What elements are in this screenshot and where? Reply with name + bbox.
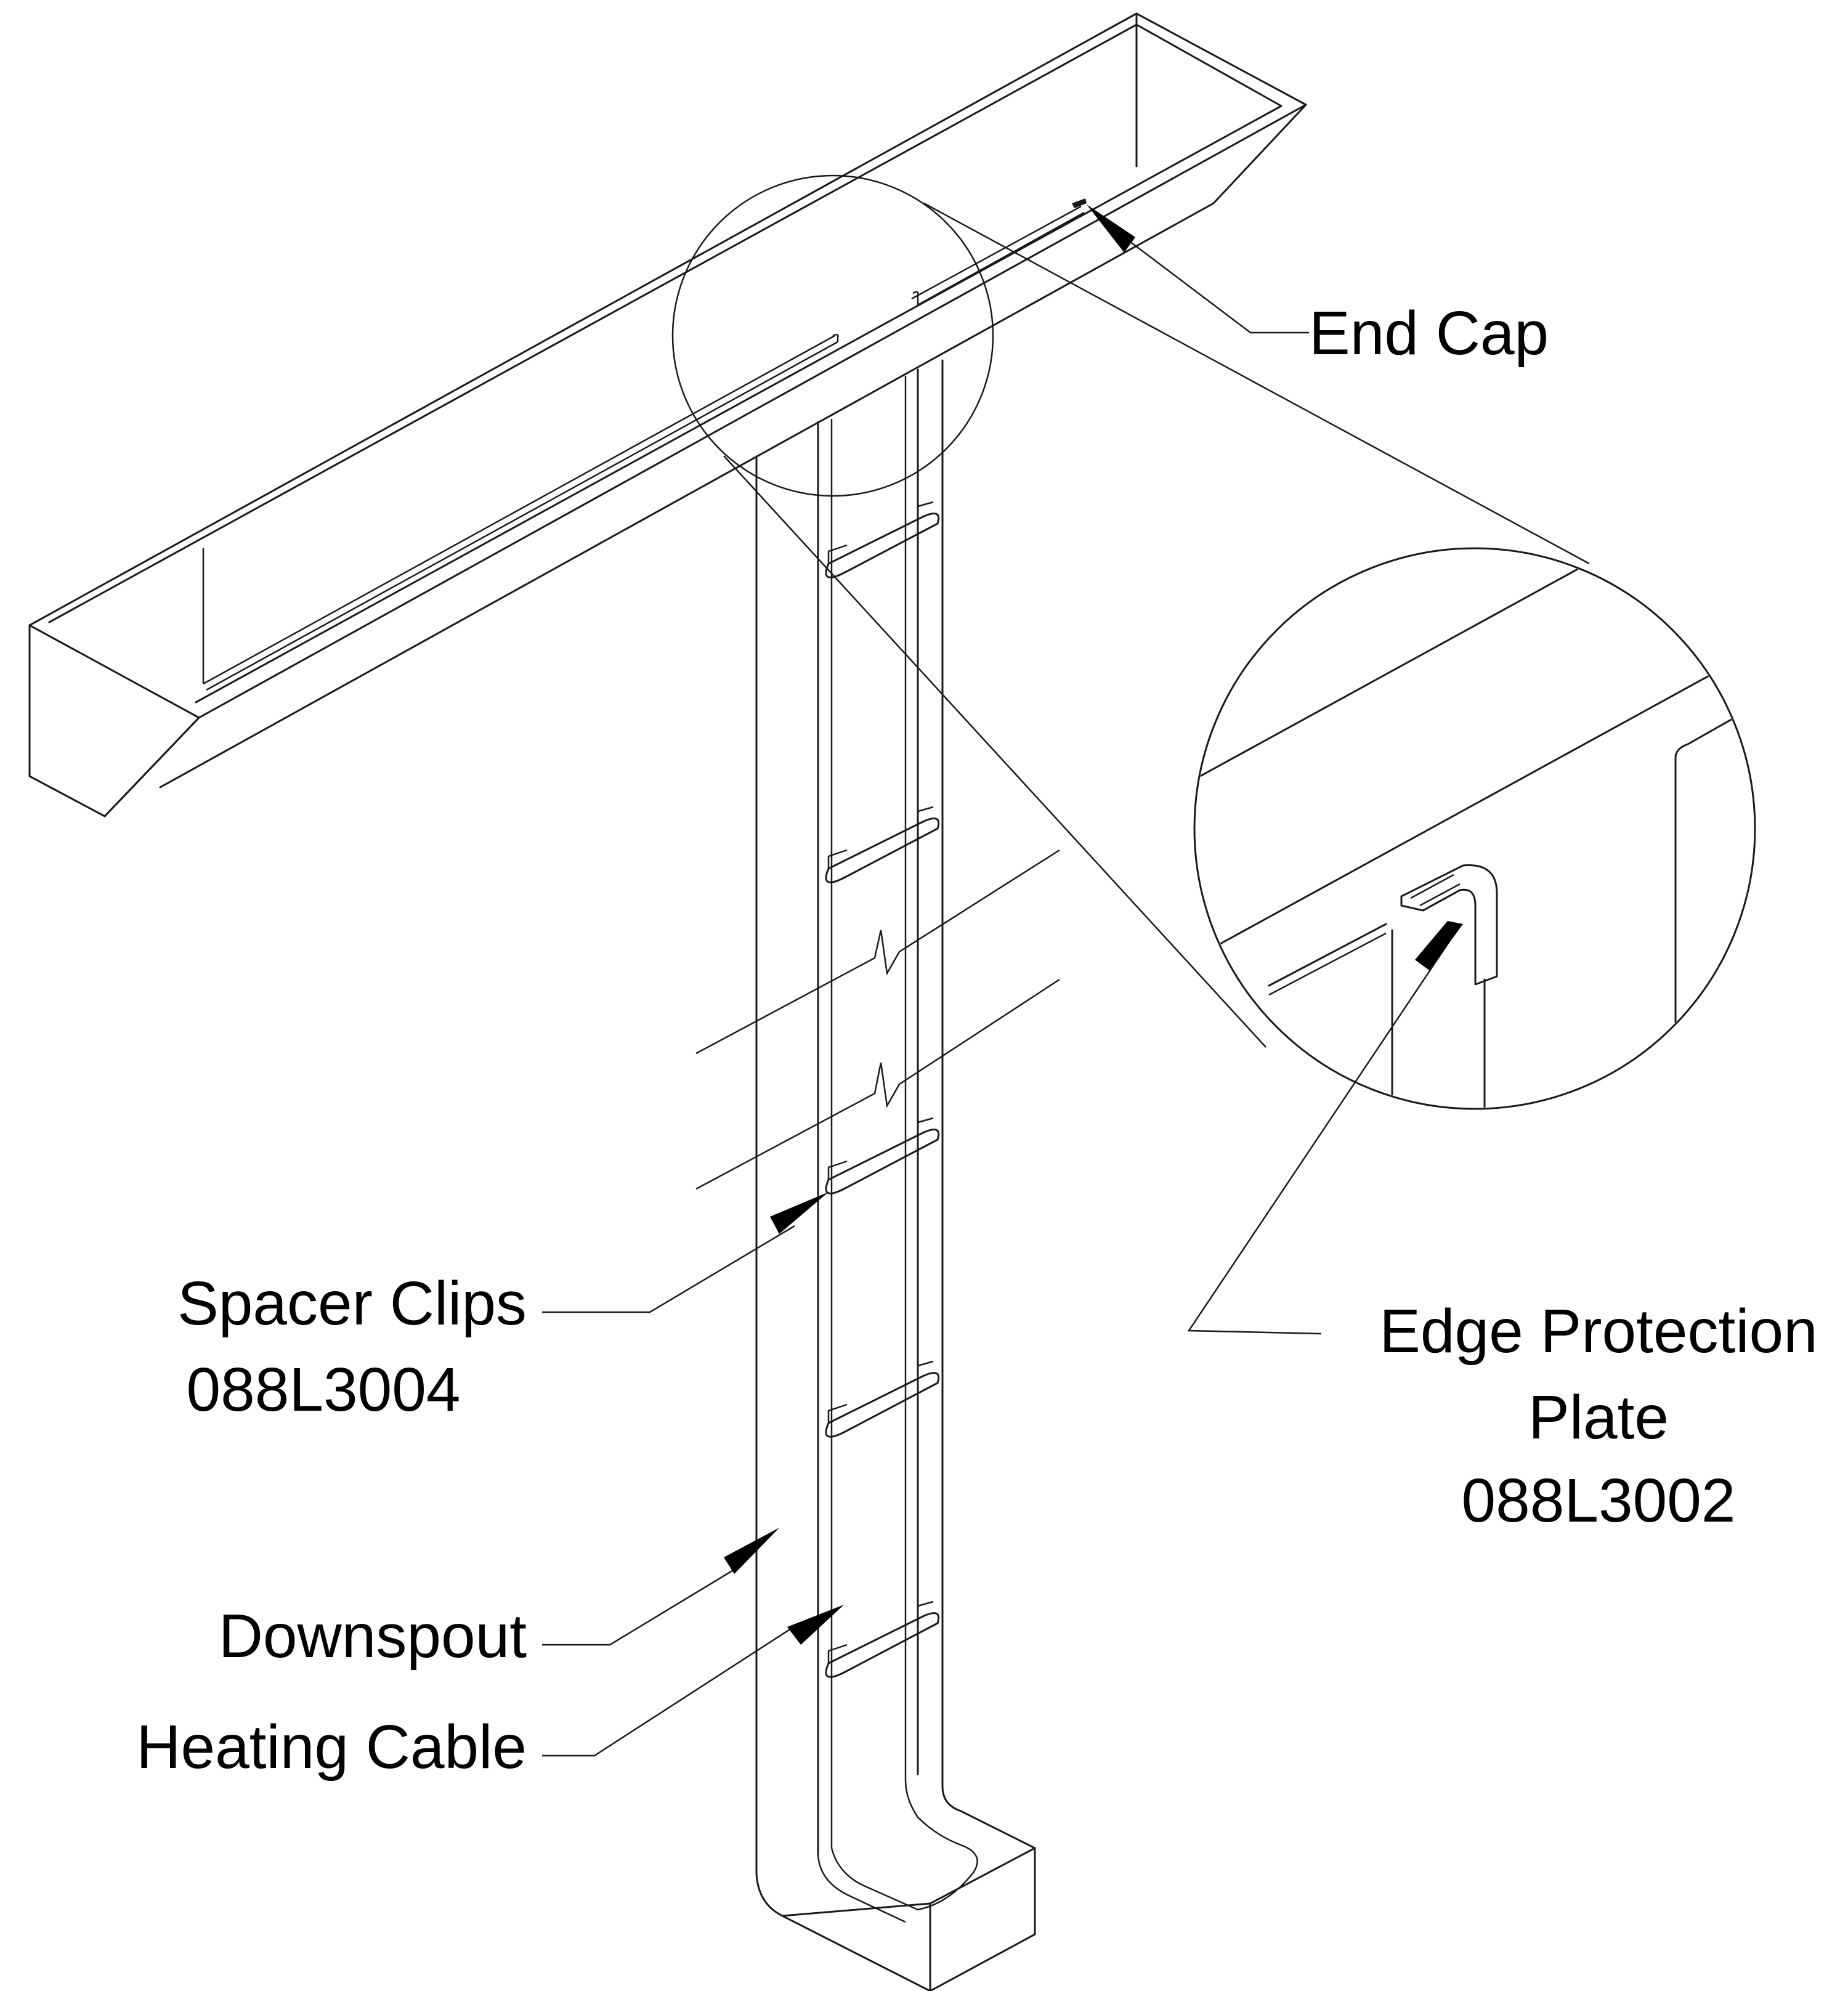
edge-protection-detail bbox=[1196, 549, 1754, 1108]
edge-protection-label: Edge Protection bbox=[1379, 1297, 1818, 1366]
spacer-clips-leader bbox=[542, 1192, 829, 1313]
gutter bbox=[28, 12, 1307, 817]
edge-protection-label-line2: Plate bbox=[1528, 1383, 1669, 1452]
break-lines bbox=[695, 849, 1060, 1190]
magnifier-source-circle bbox=[671, 174, 994, 497]
heating-cable-leader bbox=[542, 1605, 844, 1757]
downspout-leader bbox=[542, 1528, 779, 1646]
end-cap-leader bbox=[1087, 205, 1309, 334]
spacer-clip bbox=[825, 806, 940, 883]
heating-cable-label: Heating Cable bbox=[136, 1713, 527, 1782]
spacer-clip bbox=[825, 1600, 940, 1678]
spacer-clips-part-number: 088L3004 bbox=[187, 1355, 461, 1424]
downspout bbox=[755, 359, 1036, 1991]
edge-protection-part-number: 088L3002 bbox=[1462, 1466, 1736, 1535]
end-cap-label: End Cap bbox=[1309, 299, 1549, 368]
spacer-clips-label: Spacer Clips bbox=[177, 1269, 527, 1338]
downspout-label: Downspout bbox=[219, 1602, 527, 1671]
magnifier-detail-circle bbox=[1193, 547, 1756, 1110]
edge-protection-leader bbox=[1187, 921, 1463, 1335]
spacer-clips bbox=[825, 501, 940, 1678]
spacer-clip bbox=[825, 1117, 940, 1194]
magnifier bbox=[671, 174, 1756, 1110]
spacer-clip bbox=[825, 1360, 940, 1438]
spacer-clip bbox=[825, 501, 940, 578]
